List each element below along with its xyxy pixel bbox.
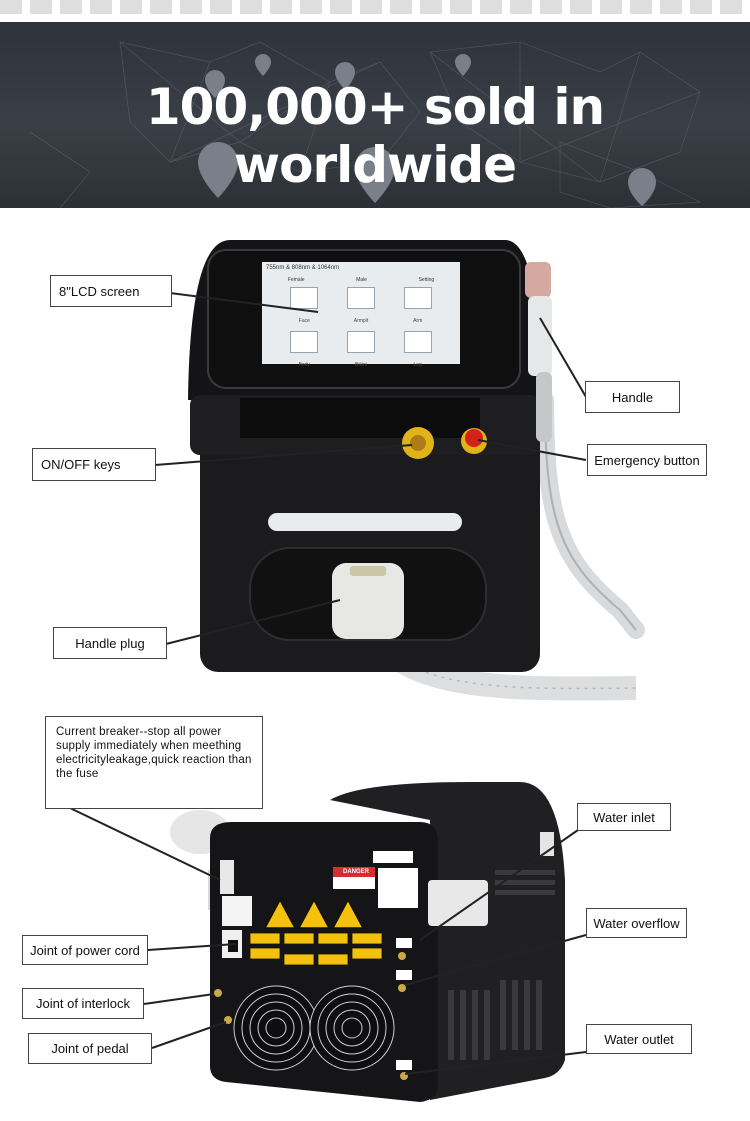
lcd-screen[interactable]: 755nm & 808nm & 1064nm Female Male Setti… xyxy=(262,262,460,368)
screen-tile-arm[interactable]: Arm xyxy=(389,287,446,327)
label-handle-plug: Handle plug xyxy=(53,627,167,659)
label-joint-pedal: Joint of pedal xyxy=(28,1033,152,1064)
label-handle: Handle xyxy=(585,381,680,413)
label-joint-power-cord: Joint of power cord xyxy=(22,935,148,965)
screen-tile-body[interactable]: Body xyxy=(276,331,333,371)
note-current-breaker: Current breaker--stop all power supply i… xyxy=(45,716,263,809)
screen-tab-male[interactable]: Male xyxy=(356,277,367,283)
banner: 100,000+ sold in worldwide xyxy=(0,22,750,208)
banner-title: 100,000+ sold in worldwide xyxy=(145,78,605,194)
screen-tile-bikini[interactable]: Bikini xyxy=(333,331,390,371)
label-water-outlet: Water outlet xyxy=(586,1024,692,1054)
screen-tile-leg[interactable]: Leg xyxy=(389,331,446,371)
label-lcd-screen: 8"LCD screen xyxy=(50,275,172,307)
danger-sticker-label: DANGER xyxy=(342,869,369,875)
top-dashed-border xyxy=(0,0,750,14)
screen-header: 755nm & 808nm & 1064nm xyxy=(266,265,340,271)
world-map-background xyxy=(29,41,702,208)
label-water-inlet: Water inlet xyxy=(577,803,671,831)
label-water-overflow: Water overflow xyxy=(586,908,687,938)
screen-tile-armpit[interactable]: Armpit xyxy=(333,287,390,327)
label-joint-interlock: Joint of interlock xyxy=(22,988,144,1019)
label-emergency-button: Emergency button xyxy=(587,444,707,476)
screen-tab-female[interactable]: Female xyxy=(287,277,305,283)
label-onoff-keys: ON/OFF keys xyxy=(32,448,156,481)
screen-tile-face[interactable]: Face xyxy=(276,287,333,327)
screen-tab-setting[interactable]: Setting xyxy=(418,277,435,283)
